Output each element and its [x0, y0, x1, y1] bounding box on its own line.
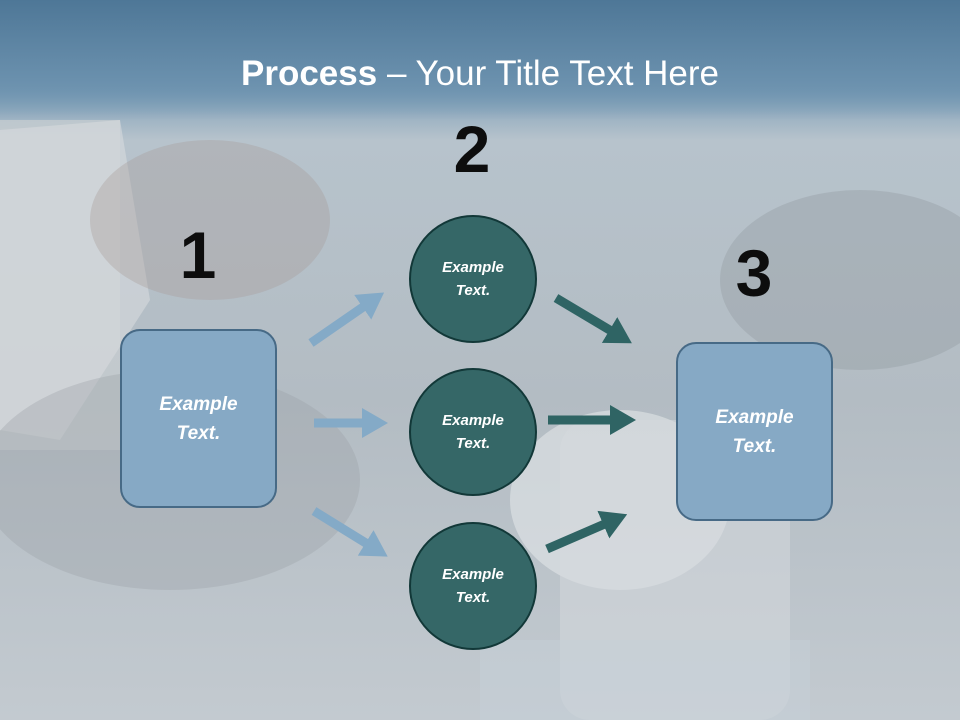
step-number-2: 2: [453, 112, 491, 186]
step-2-circle-top: Example Text.: [409, 215, 537, 343]
arrow-1-to-top: [308, 292, 385, 347]
circle-middle-text: Example Text.: [442, 412, 504, 452]
arrow-bottom-to-3: [545, 510, 628, 554]
step-3-box: Example Text.: [676, 342, 833, 521]
step-2-circle-bottom: Example Text.: [409, 522, 537, 650]
slide-title: Process – Your Title Text Here: [0, 52, 960, 96]
step-1-text: Example Text.: [159, 393, 238, 444]
step-3-text: Example Text.: [715, 406, 794, 457]
arrow-1-to-bottom: [311, 507, 388, 557]
title-bold: Process: [241, 54, 378, 93]
step-number-1: 1: [179, 218, 217, 292]
step-number-3: 3: [735, 236, 773, 310]
step-1-box: Example Text.: [120, 329, 277, 508]
title-rest: – Your Title Text Here: [377, 54, 719, 93]
circle-bottom-text: Example Text.: [442, 566, 504, 606]
circle-top-text: Example Text.: [442, 259, 504, 299]
step-2-circle-middle: Example Text.: [409, 368, 537, 496]
title-band: [0, 0, 960, 120]
arrow-top-to-3: [553, 294, 632, 344]
